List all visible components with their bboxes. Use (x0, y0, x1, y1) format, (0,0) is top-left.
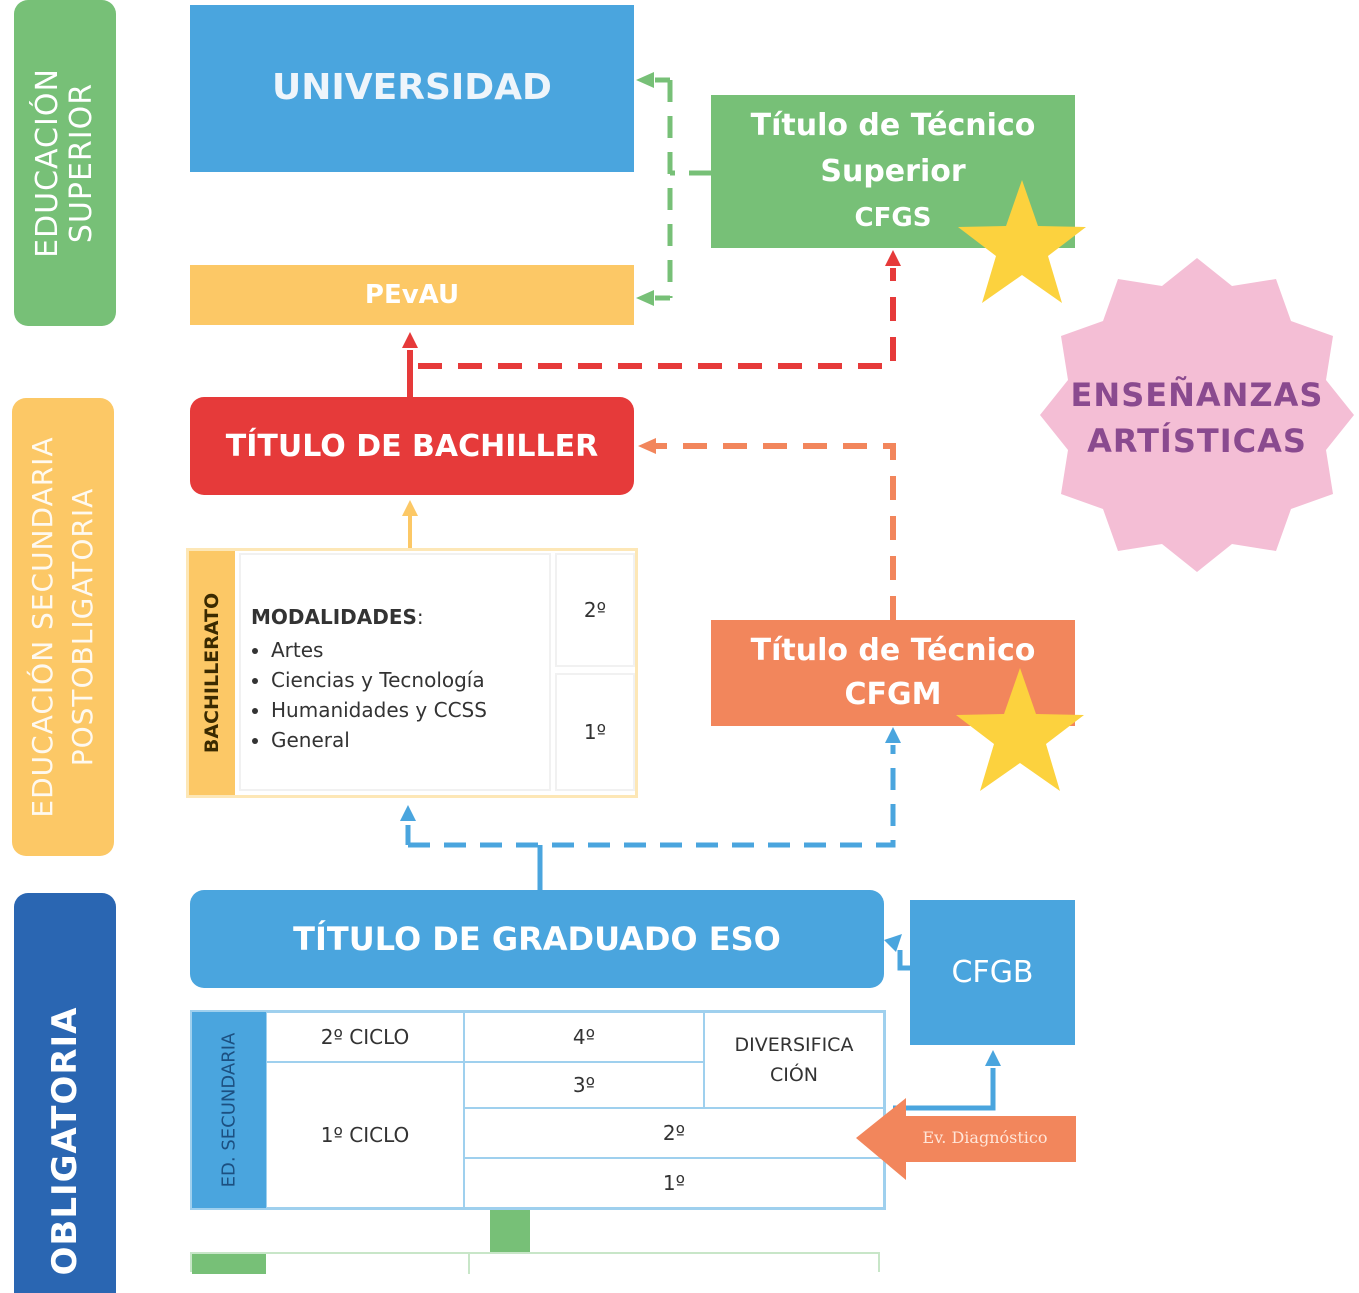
graduado-label: TÍTULO DE GRADUADO ESO (293, 920, 781, 958)
bachillerato-label-bar: BACHILLERATO (189, 551, 235, 795)
tecnico-medio-line2: CFGM (844, 677, 942, 712)
pevau-box: PEvAU (190, 265, 634, 325)
pevau-label: PEvAU (364, 280, 460, 310)
curso-2-cell: 2º (555, 553, 635, 667)
diversificacion-line1: DIVERSIFICA (734, 1034, 854, 1056)
tecnico-medio-line1: Título de Técnico (750, 633, 1036, 668)
arrow-to-cfgs-red (885, 250, 901, 266)
primaria-row (190, 1252, 880, 1274)
ciclo1-cell: 1º CICLO (266, 1062, 464, 1208)
curso-3-cell: 3º (464, 1062, 704, 1108)
arrow-to-bachiller-yellow (402, 500, 418, 516)
arrow-to-pevau-red (402, 332, 418, 348)
curso-2-label: 2º (583, 598, 607, 622)
modalidad-item: General (271, 725, 549, 755)
curso-4-label: 4º (572, 1025, 596, 1049)
cfgb-box: CFGB (910, 900, 1075, 1045)
eso-block: ED. SECUNDARIA 2º CICLO 1º CICLO 4º 3º D… (190, 1010, 886, 1210)
tecnico-superior-line2: Superior (820, 153, 966, 189)
curso-2-eso-label: 2º (662, 1121, 686, 1145)
modalidades-list: Artes Ciencias y Tecnología Humanidades … (251, 635, 549, 755)
blue-connector (405, 745, 896, 848)
section-educacion-superior: EDUCACIÓN SUPERIOR (14, 0, 116, 326)
badge-line1: ENSEÑANZAS (1070, 376, 1324, 414)
eso-label-bar: ED. SECUNDARIA (192, 1012, 266, 1208)
universidad-box: UNIVERSIDAD (190, 5, 634, 172)
curso-1-eso-label: 1º (662, 1171, 686, 1195)
bachiller-box: TÍTULO DE BACHILLER (190, 397, 634, 495)
modalidades-title: MODALIDADES (251, 605, 417, 629)
graduado-box: TÍTULO DE GRADUADO ESO (190, 890, 884, 988)
green-connector (655, 77, 711, 301)
arrow-to-cfgm-blue (885, 727, 901, 743)
tecnico-superior-line3: CFGS (854, 202, 932, 233)
curso-3-label: 3º (572, 1073, 596, 1097)
curso-1-cell: 1º (555, 673, 635, 791)
cfgb-label: CFGB (951, 955, 1034, 990)
tecnico-superior-box: Título de Técnico Superior CFGS (711, 95, 1075, 248)
arrow-to-bachillerato-blue (400, 805, 416, 821)
arrow-to-bachiller-orange (638, 438, 656, 454)
ev-diagnostico-label: Ev. Diagnóstico (922, 1128, 1048, 1147)
curso-1-label: 1º (583, 720, 607, 744)
modalidades-cell: MODALIDADES: Artes Ciencias y Tecnología… (239, 553, 551, 791)
bachillerato-block: BACHILLERATO MODALIDADES: Artes Ciencias… (186, 548, 638, 798)
ciclo1-label: 1º CICLO (320, 1123, 410, 1147)
arrow-to-cfgb (985, 1050, 1001, 1066)
curso-2-eso-cell: 2º (464, 1108, 884, 1158)
section-postobligatoria: EDUCACIÓN SECUNDARIA POSTOBLIGATORIA (12, 398, 114, 856)
universidad-label: UNIVERSIDAD (272, 67, 552, 108)
ciclo2-label: 2º CICLO (320, 1025, 410, 1049)
arrow-to-universidad (636, 72, 654, 88)
modalidad-item: Humanidades y CCSS (271, 695, 549, 725)
tecnico-medio-box: Título de Técnico CFGM (711, 620, 1075, 726)
arrow-to-graduado (884, 934, 902, 952)
badge-line2: ARTÍSTICAS (1087, 422, 1307, 460)
arrow-to-pevau (636, 290, 654, 306)
diversificacion-cell: DIVERSIFICA CIÓN (704, 1012, 884, 1108)
ciclo2-cell: 2º CICLO (266, 1012, 464, 1062)
section-obligatoria: OBLIGATORIA (14, 893, 116, 1293)
tecnico-superior-line1: Título de Técnico (750, 107, 1036, 143)
orange-connector (655, 443, 896, 620)
bachiller-label: TÍTULO DE BACHILLER (225, 428, 599, 464)
artisticas-badge: ENSEÑANZAS ARTÍSTICAS (1047, 372, 1347, 464)
curso-1-eso-cell: 1º (464, 1158, 884, 1208)
bachillerato-label: BACHILLERATO (201, 592, 223, 754)
diversificacion-line2: CIÓN (769, 1064, 819, 1086)
curso-4-cell: 4º (464, 1012, 704, 1062)
modalidad-item: Artes (271, 635, 549, 665)
modalidad-item: Ciencias y Tecnología (271, 665, 549, 695)
eso-label: ED. SECUNDARIA (218, 1032, 240, 1188)
